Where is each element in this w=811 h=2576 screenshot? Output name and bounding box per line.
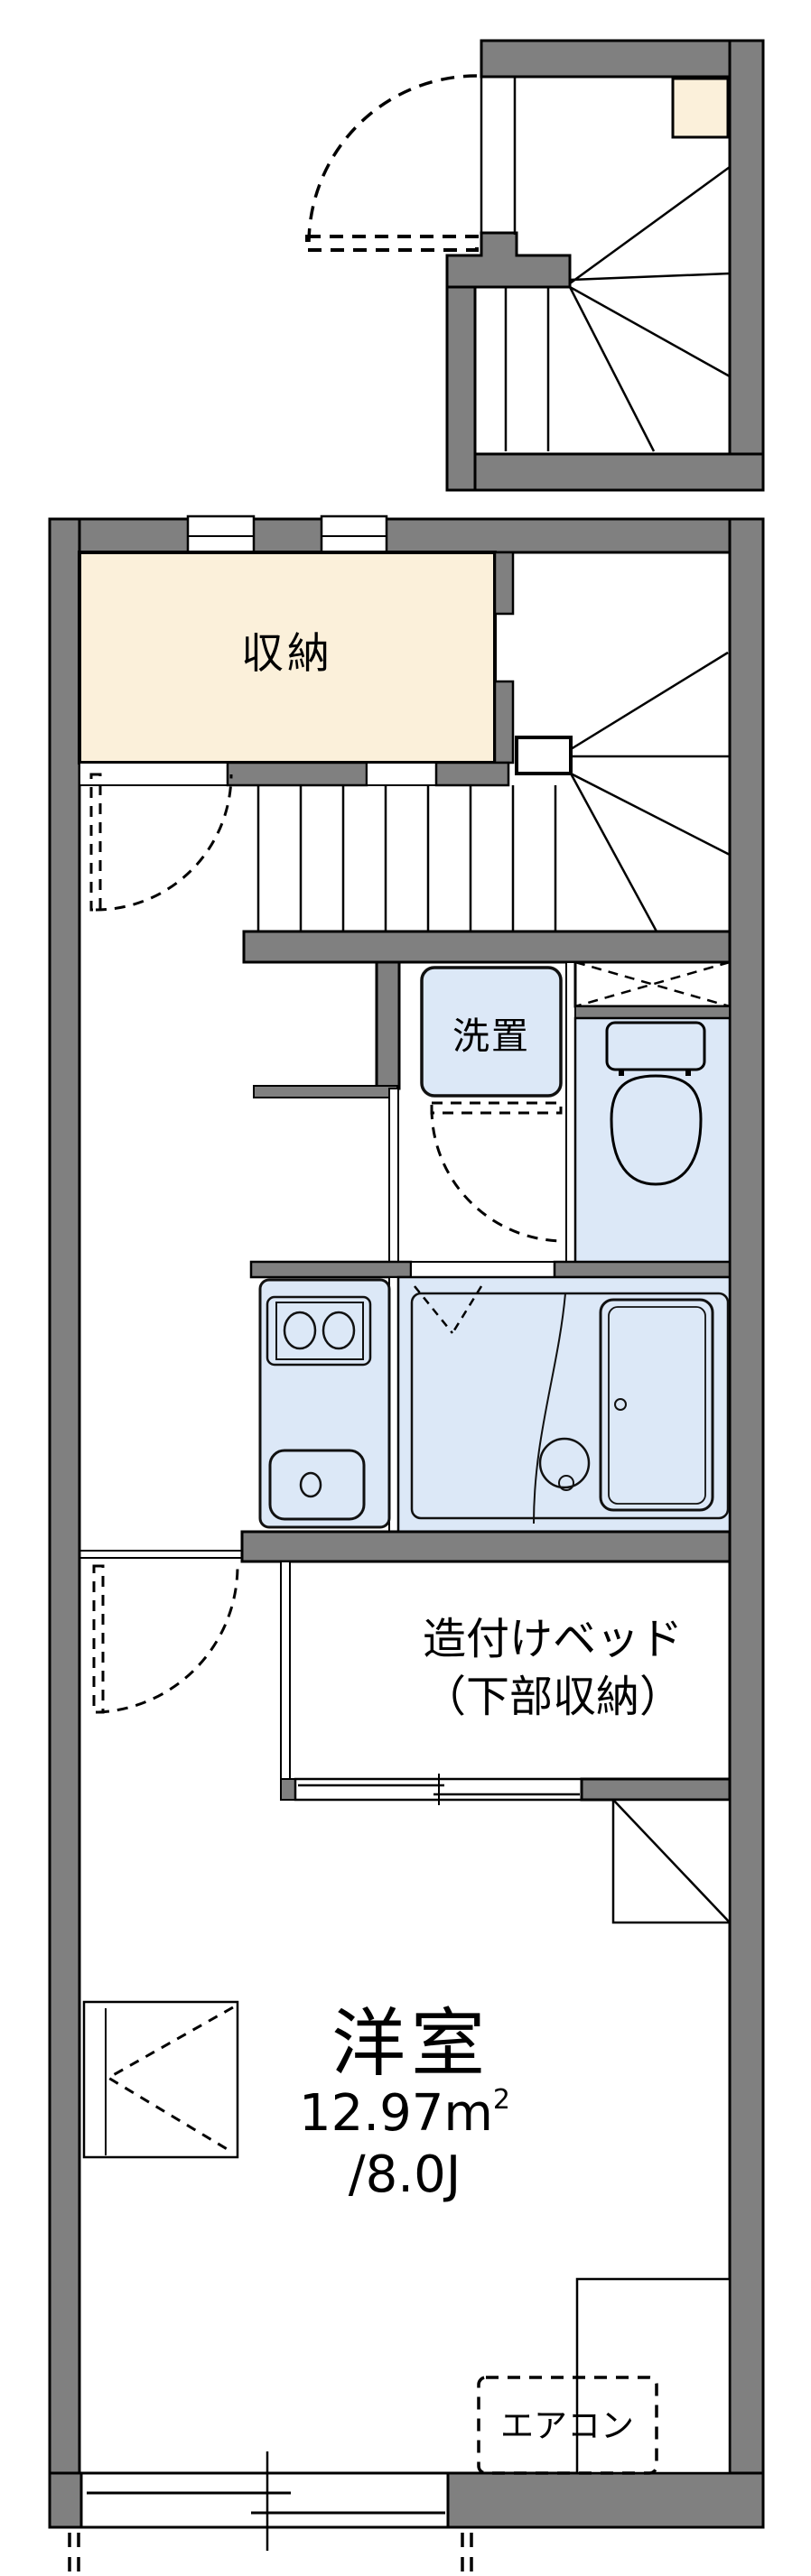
bed-sliding-door [294, 1774, 583, 1805]
aircon-box [477, 2376, 658, 2475]
toilet-upper-cabinet [573, 960, 732, 1008]
washroom-left-wall [375, 960, 401, 1090]
kitchen-counter [258, 1278, 391, 1529]
room-area-m2: 12.97m2 [299, 2084, 510, 2143]
upper-landing-wall [445, 231, 572, 289]
washroom-lower-bar [253, 1085, 398, 1098]
bed-top-wall [240, 1530, 732, 1563]
washer-space-label: 洗置 [452, 1015, 530, 1058]
storage-room-label: 収納 [241, 629, 333, 679]
main-left-wall [48, 517, 81, 2529]
storage-room [78, 551, 497, 764]
upper-entrance-section [305, 39, 765, 492]
bathroom-floor [410, 1292, 730, 1520]
bath-partition-curve [533, 1293, 566, 1524]
main-unit: 収納 [48, 514, 765, 2572]
western-room-label: 洋室 [331, 2001, 490, 2087]
upper-bottom-wall [445, 452, 765, 492]
entrance-door-leaf [305, 235, 479, 252]
upper-top-wall [480, 39, 765, 79]
bed-bottom-wall [580, 1777, 732, 1802]
storage-bottom-opening-mid [366, 762, 437, 786]
bed-label-line1: 造付けベッド [423, 1614, 683, 1664]
entrance-door-arc [307, 74, 478, 243]
bed-left-wall [280, 1561, 291, 1780]
main-stair-treads [256, 785, 557, 931]
boundary-dashed-lines [68, 2533, 473, 2572]
stove [266, 1295, 372, 1367]
storage-bottom-opening-left [79, 762, 228, 786]
washroom-door-leaf [430, 1101, 563, 1115]
top-window-left [186, 514, 256, 557]
corridor-step-line [79, 1550, 242, 1559]
hall-door-arc-upper [95, 774, 233, 912]
main-stair-fan [569, 651, 731, 932]
kitchen-sink [268, 1449, 366, 1521]
washer-space [420, 966, 563, 1098]
bed-label-line2: （下部収納） [423, 1672, 683, 1722]
bath-top-wall [553, 1260, 732, 1279]
upper-right-wall [728, 39, 765, 492]
stair-landing [515, 736, 573, 775]
shoe-cabinet [671, 77, 730, 139]
upper-left-wall [445, 254, 477, 492]
room-area-jo: /8.0J [349, 2145, 461, 2204]
bath-door-opening [410, 1261, 555, 1278]
main-top-wall [48, 517, 765, 554]
bottom-sliding-window [79, 2451, 450, 2551]
storage-stair-wall-upper [493, 551, 515, 616]
aircon-label: エアコン [500, 2406, 634, 2445]
hall-door-leaf-upper [89, 773, 102, 912]
right-window-box [611, 1798, 732, 1924]
storage-bottom-wall-a [226, 761, 368, 787]
top-window-right [320, 514, 388, 557]
toilet-fixture [605, 1021, 706, 1186]
upper-stair-treads [504, 165, 731, 452]
bath-drain [538, 1437, 591, 1491]
room-door-leaf [92, 1564, 105, 1714]
bath-folding-door [414, 1285, 483, 1334]
left-window-box [82, 2000, 239, 2159]
washroom-thin-wall [388, 1088, 399, 1265]
storage-stair-wall-lower [493, 680, 515, 764]
kitchen-top-wall [249, 1260, 413, 1279]
room-door-arc [98, 1565, 239, 1714]
storage-bottom-wall-b [434, 761, 510, 787]
bathtub [599, 1298, 714, 1512]
washroom-door-arc [430, 1107, 565, 1243]
toilet-shelf-wall [574, 1005, 731, 1019]
bed-slider-pocket [280, 1778, 296, 1801]
main-right-wall [728, 517, 765, 2529]
stair-bottom-wall [242, 930, 732, 964]
